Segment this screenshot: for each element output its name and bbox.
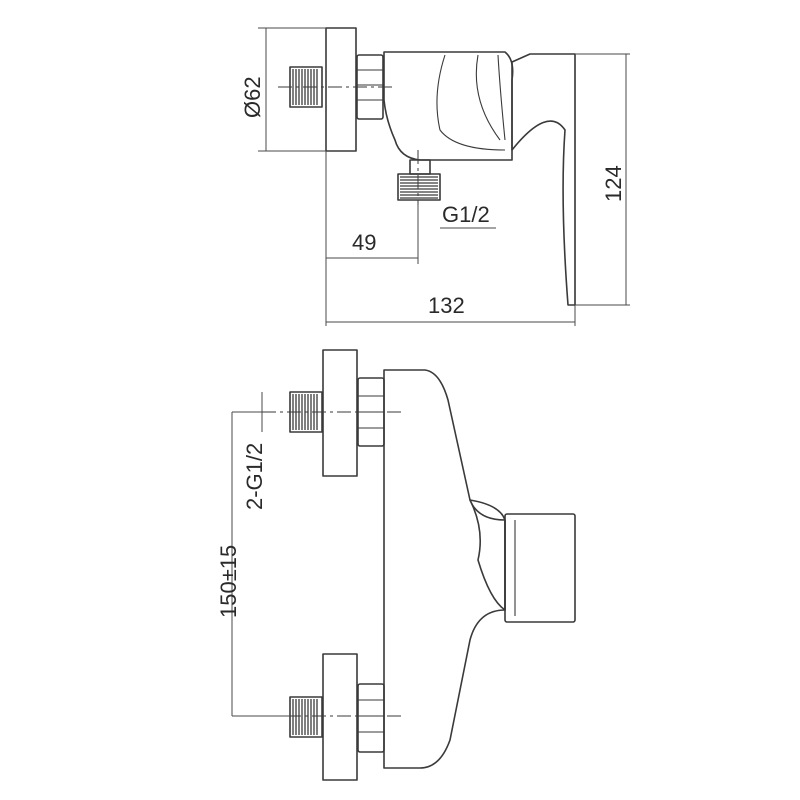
- diameter-label: Ø62: [240, 76, 265, 118]
- depth-label: 132: [428, 293, 465, 318]
- front-upper-inlet: [262, 349, 405, 477]
- diameter-dimension: Ø62: [240, 27, 326, 152]
- inlet-thread-callout: G1/2: [440, 202, 496, 229]
- height-label: 124: [601, 165, 626, 202]
- twin-thread-dimension: 2-G1/2: [231, 392, 267, 512]
- inlet-thread-label: G1/2: [442, 202, 490, 227]
- height-dimension: 124: [575, 53, 630, 306]
- offset-dimension: 49: [326, 205, 419, 264]
- offset-label: 49: [352, 230, 376, 255]
- depth-dimension: 132: [325, 151, 576, 326]
- side-outlet-thread: [397, 159, 441, 201]
- side-view: Ø62 124 G1/2 49 132: [240, 27, 630, 326]
- front-view: 2-G1/2 150±15: [216, 349, 576, 781]
- front-lower-inlet: [262, 653, 405, 781]
- spacing-label: 150±15: [216, 545, 241, 618]
- front-valve-body: [383, 369, 506, 769]
- spacing-dimension: 150±15: [216, 512, 290, 717]
- side-handle-lever: [511, 53, 576, 306]
- side-wall-flange: [325, 27, 357, 152]
- front-handle: [469, 499, 576, 623]
- side-valve-body: [383, 51, 514, 161]
- twin-thread-label: 2-G1/2: [242, 443, 267, 510]
